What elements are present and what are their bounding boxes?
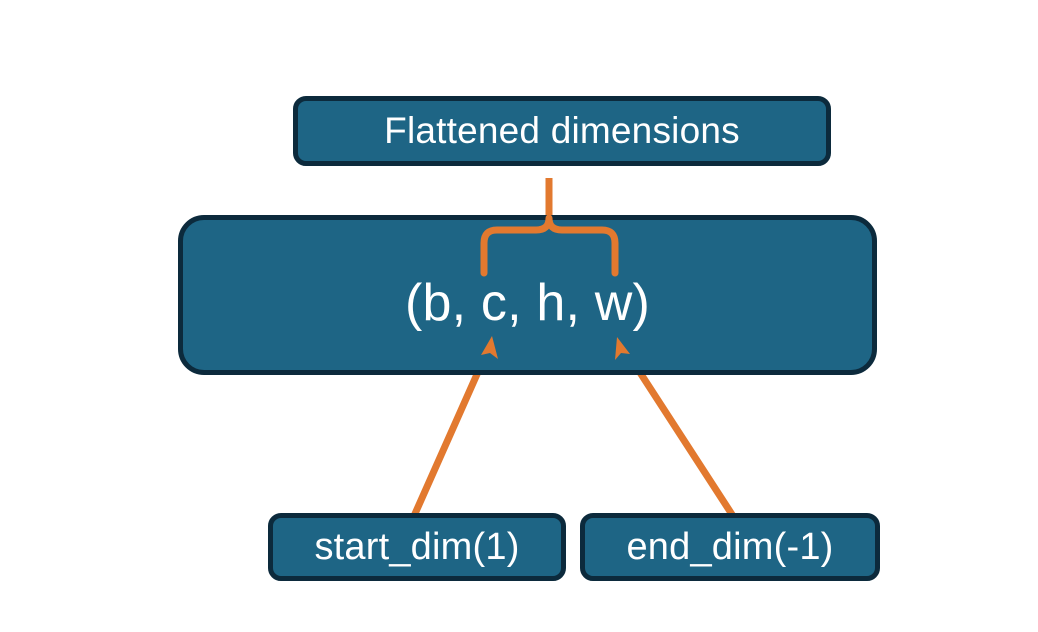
tensor-shape-box[interactable]: (b, c, h, w) [178, 215, 877, 375]
arrow-end-dim-to-w-icon [624, 350, 737, 520]
tensor-shape-label: (b, c, h, w) [404, 274, 651, 332]
end-dim-box[interactable]: end_dim(-1) [580, 513, 880, 581]
start-dim-label: start_dim(1) [314, 525, 520, 568]
arrow-start-dim-to-c-icon [410, 350, 490, 520]
flattened-dimensions-box[interactable]: Flattened dimensions [293, 96, 831, 166]
flattened-dimensions-label: Flattened dimensions [384, 110, 740, 151]
end-dim-label: end_dim(-1) [626, 525, 834, 568]
start-dim-box[interactable]: start_dim(1) [268, 513, 566, 581]
